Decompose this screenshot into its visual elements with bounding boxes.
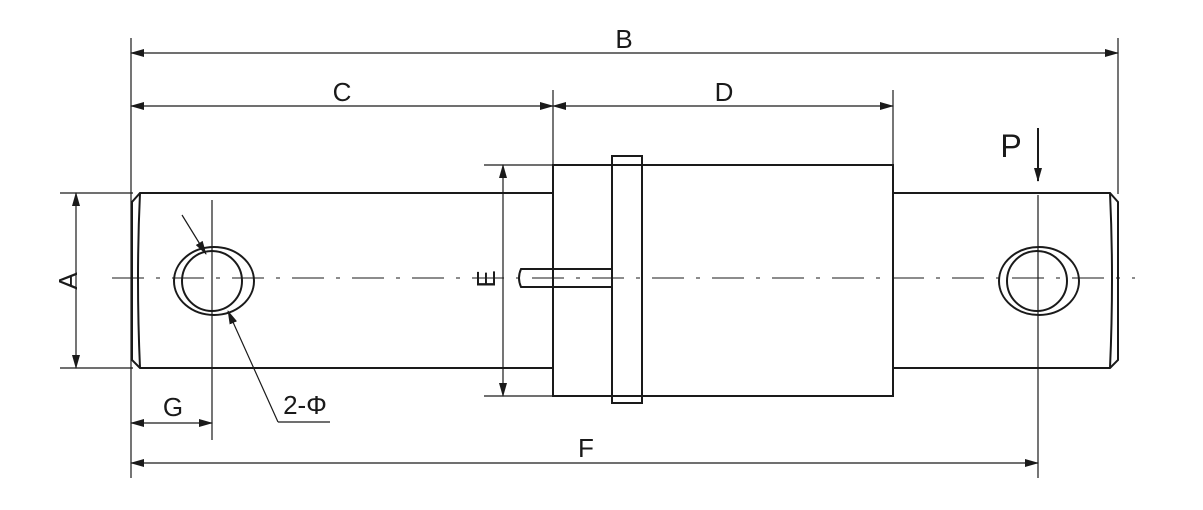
label-f: F — [578, 433, 594, 463]
label-hole: 2-Φ — [283, 390, 327, 420]
right-hole — [998, 246, 1080, 316]
sensor-body — [552, 155, 894, 404]
label-e: E — [471, 270, 501, 287]
extension-lines — [60, 38, 1119, 478]
label-d: D — [715, 77, 734, 107]
right-shaft — [893, 192, 1119, 369]
dimension-lines — [72, 49, 1119, 467]
left-shaft-chamfer — [137, 192, 141, 369]
label-a: A — [53, 272, 83, 290]
label-p: P — [1000, 128, 1021, 164]
cable — [518, 268, 612, 288]
label-c: C — [333, 77, 352, 107]
hole-leader — [181, 214, 330, 423]
label-g: G — [163, 392, 183, 422]
left-hole — [173, 246, 255, 316]
left-shaft — [131, 192, 553, 369]
label-b: B — [615, 24, 632, 54]
